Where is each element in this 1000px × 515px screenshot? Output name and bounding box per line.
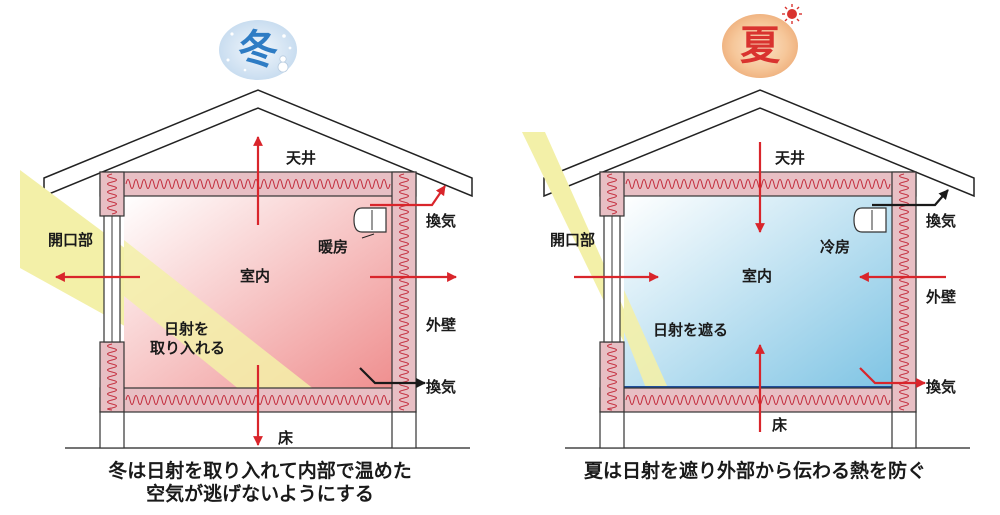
winter-left-lower-wave [107,343,117,411]
summer-wall-insulation [891,171,917,413]
summer-left-lower-wave [607,343,617,411]
snow-dot [288,46,292,50]
winter-badge: 冬 [238,27,278,73]
winter-wall-wave [399,173,409,411]
snow-dot [230,32,234,36]
summer-vent-bottom-label: 換気 [926,378,957,396]
summer-ceiling-wave [625,179,891,189]
summer-sun-label: 日射を遮る [653,321,729,339]
summer-vent-in-arrow [859,367,926,388]
summer-sunlight-band [522,132,668,388]
snowman-icon [277,61,289,73]
winter-caption-line1: 冬は日射を取り入れて内部で温めた [108,460,412,482]
summer-floor-wave [625,395,891,405]
summer-room-interior [624,196,892,388]
summer-vent-out-arrow [872,189,949,207]
winter-sun-label-line1: 日射を [164,320,210,338]
summer-room-label: 室内 [742,267,773,285]
summer-left-post [599,411,625,449]
summer-ceiling-label: 天井 [775,149,806,167]
summer-right-post [891,411,917,449]
winter-right-post [391,411,417,449]
sun-icon [782,4,802,24]
winter-house [20,20,473,449]
summer-badge-bg [722,14,798,78]
winter-heating-label: 暖房 [318,238,349,256]
summer-house [522,4,975,449]
summer-left-upper-wave [607,173,617,215]
winter-opening-label: 開口部 [48,231,94,249]
winter-ceiling-label: 天井 [286,149,317,167]
snow-dot [282,34,286,38]
summer-cooling-label: 冷房 [820,238,851,256]
winter-sun-label-line2: 取り入れる [150,339,226,357]
winter-floor-label: 床 [278,429,294,447]
summer-vent-top-label: 換気 [926,212,957,230]
winter-wall-insulation [391,171,417,413]
winter-heater-icon [353,207,387,233]
winter-heater-leader [361,233,375,239]
winter-vent-top-label: 換気 [426,212,457,230]
winter-left-upper-wave [107,173,117,215]
winter-wall-label: 外壁 [426,316,457,334]
summer-opening-label: 開口部 [550,231,596,249]
summer-wall-wave [899,173,909,411]
winter-caption-line2: 空気が逃げないようにする [146,483,374,505]
winter-badge-bg [219,20,297,80]
snowman-head [279,55,287,63]
summer-sunlight-inside [624,290,668,388]
summer-roof [543,89,975,198]
winter-room-label: 室内 [240,267,271,285]
summer-caption: 夏は日射を遮り外部から伝わる熱を防ぐ [583,460,926,482]
summer-cooler-icon [853,207,887,233]
snow-dot [226,58,230,62]
summer-badge: 夏 [740,23,780,69]
summer-wall-label: 外壁 [926,288,957,306]
winter-vent-out-arrow [370,185,446,207]
snow-dot [243,68,247,72]
winter-left-post [99,411,125,449]
summer-floor-label: 床 [772,416,788,434]
winter-sunlight-inside [124,240,315,390]
winter-vent-bottom-label: 換気 [426,378,457,396]
winter-vent-in-arrow [359,367,426,388]
